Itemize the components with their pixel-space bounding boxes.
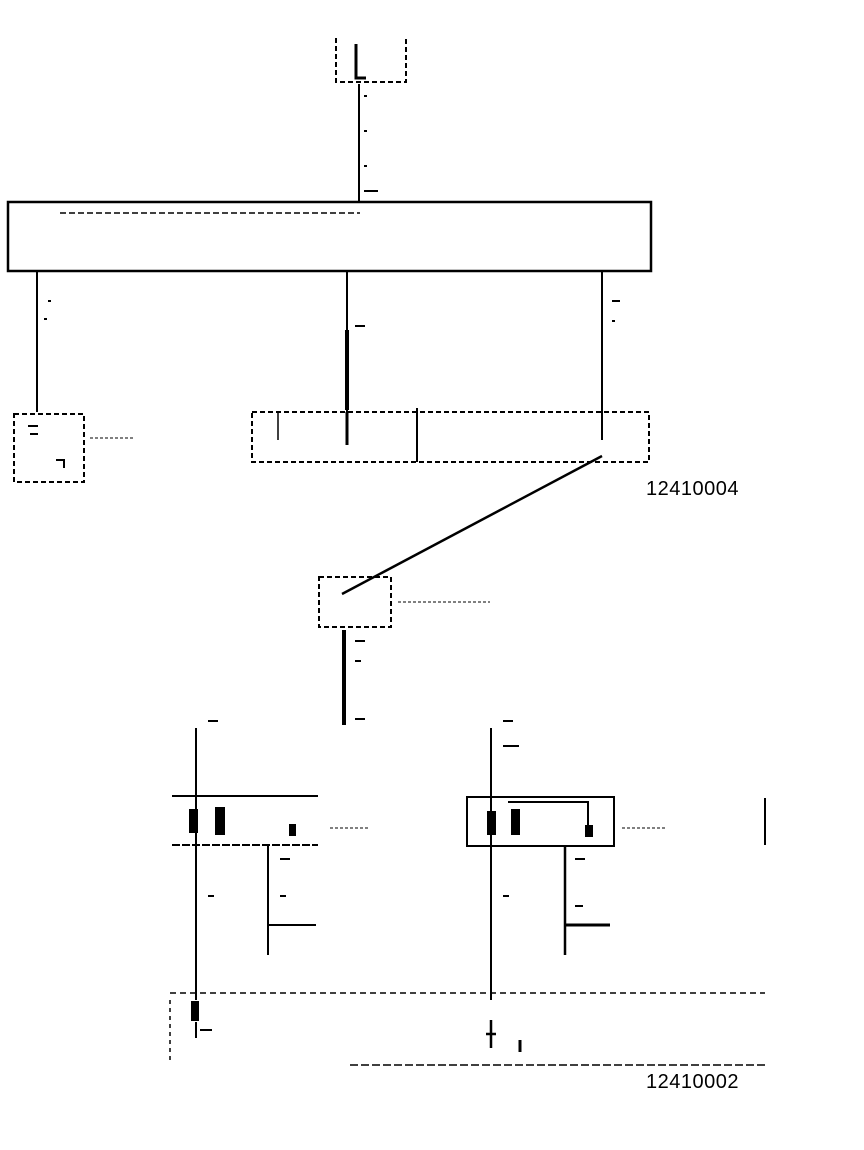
intermediate-connector-box bbox=[318, 576, 392, 628]
drawing-number-upper: 12410004 bbox=[646, 478, 739, 500]
main-module-box bbox=[6, 200, 653, 273]
wire-label-marks bbox=[44, 95, 620, 907]
lower-left-component bbox=[172, 795, 370, 955]
wire-diagonal bbox=[341, 454, 603, 596]
left-connector-box bbox=[13, 413, 85, 483]
top-connector bbox=[335, 38, 407, 83]
lower-right-component bbox=[466, 796, 665, 955]
connector-strip-box bbox=[251, 411, 650, 463]
drawing-number-lower: 12410002 bbox=[646, 1071, 739, 1093]
